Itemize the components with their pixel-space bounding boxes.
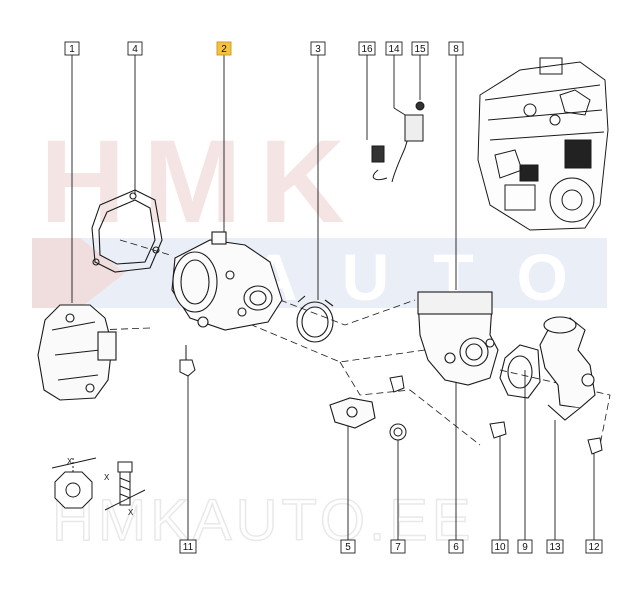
fasteners	[179, 345, 603, 455]
callout-2[interactable]: 2	[216, 41, 232, 56]
tightening-detail: X X X	[51, 457, 146, 517]
tighten-marker-3: X	[128, 508, 134, 517]
part-egr-housing	[417, 291, 499, 386]
callout-11[interactable]: 11	[179, 539, 197, 554]
tighten-marker-2: X	[104, 473, 110, 482]
callout-7[interactable]: 7	[390, 539, 406, 554]
callout-label-6: 6	[453, 542, 459, 553]
bolt-11	[179, 359, 196, 377]
callout-label-12: 12	[588, 542, 600, 553]
part-sensor-harness	[371, 101, 425, 183]
watermark-brand-band: AUTO	[250, 240, 612, 314]
tighten-marker-1: X	[67, 457, 73, 466]
callout-16[interactable]: 16	[358, 41, 376, 56]
align-cooler-egr	[239, 319, 461, 363]
callout-label-7: 7	[395, 542, 401, 553]
callout-label-16: 16	[361, 44, 373, 55]
callout-4[interactable]: 4	[127, 41, 143, 56]
part-egr-actuator	[37, 304, 117, 401]
bolt-upper	[389, 375, 405, 393]
callout-label-11: 11	[183, 542, 194, 553]
callout-6[interactable]: 6	[448, 539, 464, 554]
bolt-10	[489, 421, 507, 439]
part-gasket-egr	[499, 344, 541, 399]
callout-label-10: 10	[494, 542, 506, 553]
callout-5[interactable]: 5	[340, 539, 356, 554]
callout-12[interactable]: 12	[585, 539, 603, 554]
callout-3[interactable]: 3	[310, 41, 326, 56]
part-gasket	[91, 189, 163, 273]
part-clamp	[296, 295, 334, 343]
engine-block	[477, 57, 609, 231]
callout-label-3: 3	[315, 44, 321, 55]
callout-label-14: 14	[388, 44, 400, 55]
callout-9[interactable]: 9	[517, 539, 533, 554]
callout-label-15: 15	[414, 44, 426, 55]
callouts: 1 4 2 3 16 14 15 8	[64, 41, 603, 554]
watermark-brand-top: HMK	[40, 116, 363, 248]
callout-13[interactable]: 13	[546, 539, 564, 554]
callout-label-5: 5	[345, 542, 351, 553]
callout-14[interactable]: 14	[385, 41, 403, 56]
callout-10[interactable]: 10	[491, 539, 509, 554]
align-pipe	[499, 369, 611, 446]
callout-label-9: 9	[522, 542, 528, 553]
callout-15[interactable]: 15	[411, 41, 429, 56]
part-egr-valve-highlighted	[171, 231, 283, 331]
callout-label-1: 1	[69, 44, 75, 55]
part-egr-pipe	[539, 316, 596, 421]
align-bolt	[409, 389, 481, 446]
bolt-12	[587, 437, 603, 455]
callout-label-8: 8	[453, 44, 459, 55]
callout-8[interactable]: 8	[448, 41, 464, 56]
align-bracket	[339, 361, 411, 396]
part-bracket	[329, 397, 376, 429]
callout-label-2: 2	[221, 44, 227, 55]
watermark-band	[32, 238, 607, 308]
callout-label-13: 13	[549, 542, 561, 553]
align-gasket-valve	[119, 239, 171, 256]
watermark-brand-bottom: HMKAUTO.EE	[52, 488, 474, 553]
callout-label-4: 4	[132, 44, 138, 55]
leader-lines	[71, 55, 595, 540]
callout-1[interactable]: 1	[64, 41, 80, 56]
